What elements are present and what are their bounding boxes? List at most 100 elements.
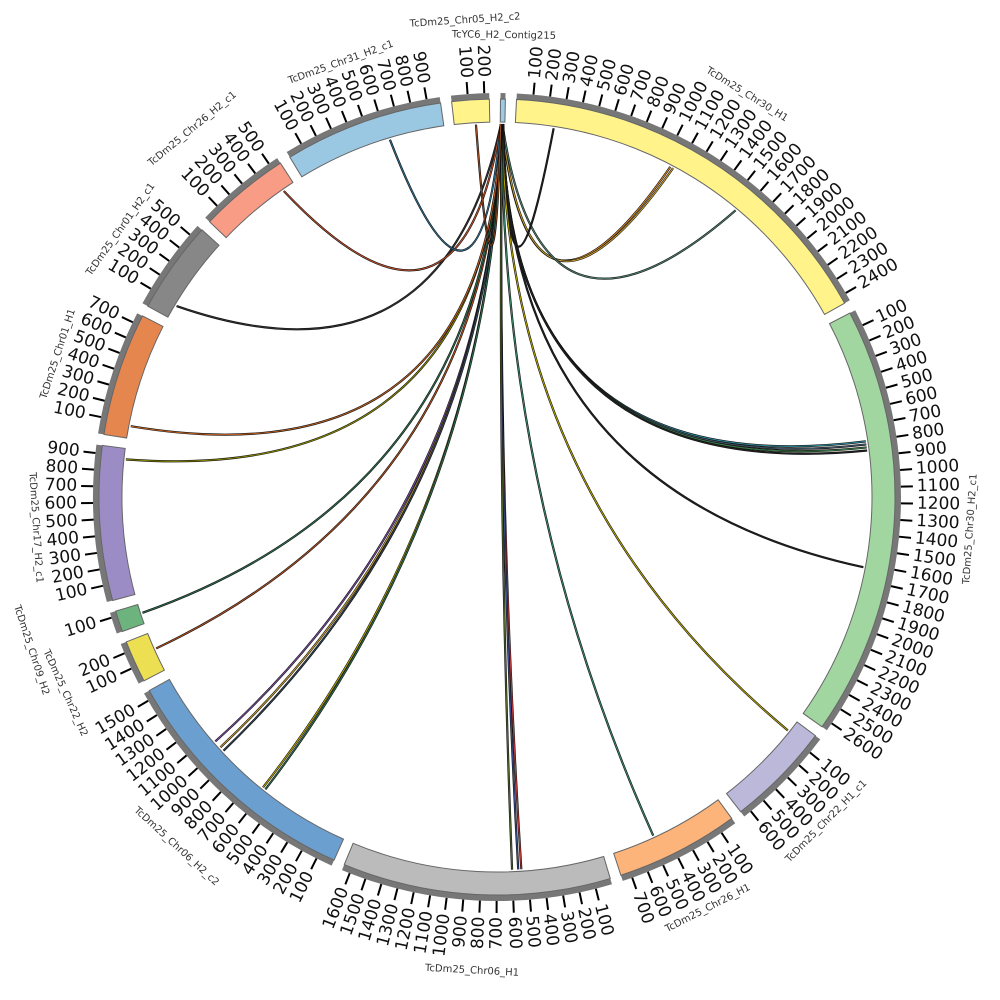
tick-mark bbox=[393, 888, 399, 901]
tick-mark bbox=[280, 841, 289, 854]
tick-mark bbox=[340, 110, 348, 123]
link-TcDm25_Chr31_H2_c1[interactable] bbox=[389, 123, 502, 252]
tick-mark bbox=[578, 892, 584, 905]
tick-mark bbox=[180, 226, 191, 236]
tick-mark bbox=[549, 84, 553, 97]
segment-arc[interactable] bbox=[125, 632, 166, 682]
segment-TcDm25_Chr06_H1[interactable]: 1002003004005006007008009001000110012001… bbox=[319, 842, 618, 979]
tick-mark bbox=[89, 413, 102, 419]
tick-mark bbox=[772, 192, 782, 203]
tick-label: 800 bbox=[911, 420, 946, 445]
tick-label: 600 bbox=[504, 916, 525, 949]
segment-TcDm25_Chr30_H2_c1[interactable]: 1002003004005006007008009001000110012001… bbox=[802, 296, 980, 765]
segment-arc[interactable] bbox=[208, 162, 294, 239]
segment-tick-band bbox=[740, 735, 821, 817]
tick-mark bbox=[207, 196, 218, 207]
tick-mark bbox=[211, 791, 222, 802]
segment-TcDm25_Chr06_H2_c2[interactable]: 1002003004005006007008009001000110012001… bbox=[92, 678, 345, 906]
tick-mark bbox=[809, 751, 820, 761]
tick-mark bbox=[594, 888, 600, 901]
segment-label: TcDm25_Chr06_H1 bbox=[424, 963, 520, 979]
link-TcDm25_Chr01_H2_c1[interactable] bbox=[176, 123, 502, 330]
segment-tick-band bbox=[286, 97, 441, 158]
segment-arc[interactable] bbox=[802, 312, 896, 728]
tick-mark bbox=[295, 850, 303, 862]
segment-arc[interactable] bbox=[148, 678, 345, 861]
tick-mark bbox=[84, 551, 98, 556]
tick-mark bbox=[102, 363, 115, 370]
tick-mark bbox=[444, 897, 448, 910]
tick-mark bbox=[880, 367, 893, 373]
segment-arc[interactable] bbox=[115, 603, 145, 633]
tick-mark bbox=[787, 776, 798, 787]
tick-mark bbox=[427, 895, 432, 908]
link-TcDm25_Chr01_H1[interactable] bbox=[130, 124, 502, 436]
segment-tick-band bbox=[500, 93, 506, 100]
tick-label: 900 bbox=[913, 438, 947, 461]
tick-label: 100 bbox=[525, 45, 548, 79]
tick-mark bbox=[114, 331, 127, 339]
segment-arc[interactable] bbox=[499, 98, 506, 123]
tick-mark bbox=[870, 648, 883, 656]
link-TcDm25_Chr22_H2[interactable] bbox=[155, 124, 502, 649]
tick-mark bbox=[817, 243, 828, 253]
tick-mark bbox=[247, 163, 257, 174]
link-TcDm25_Chr22_H1_c1[interactable] bbox=[501, 124, 789, 731]
link-outline bbox=[222, 123, 503, 752]
segment-arc[interactable] bbox=[289, 102, 445, 178]
link-TcDm25_Chr06_H1[interactable] bbox=[500, 124, 513, 870]
segment-arc[interactable] bbox=[451, 98, 491, 126]
tick-label: 700 bbox=[487, 917, 507, 949]
tick-mark bbox=[882, 617, 895, 623]
link-TcDm25_Chr06_H2_c2[interactable] bbox=[223, 124, 503, 752]
segment-tick-band bbox=[142, 225, 202, 307]
tick-mark bbox=[827, 257, 839, 266]
tick-mark bbox=[169, 239, 180, 249]
segment-arc[interactable] bbox=[514, 98, 846, 316]
link-TcDm25_Chr26_H2_c1[interactable] bbox=[283, 123, 502, 271]
segment-arc[interactable] bbox=[613, 799, 733, 876]
segment-TcDm25_Chr31_H2_c1[interactable]: 100200300400500600700800900TcDm25_Chr31_… bbox=[269, 39, 445, 178]
segment-arc[interactable] bbox=[725, 721, 817, 813]
link-TcDm25_Chr26_H1[interactable] bbox=[501, 124, 654, 836]
tick-mark bbox=[165, 741, 177, 751]
segment-arc[interactable] bbox=[103, 315, 164, 439]
tick-mark bbox=[261, 153, 270, 165]
tick-mark bbox=[545, 897, 550, 910]
tick-mark bbox=[237, 813, 247, 824]
tick-mark bbox=[137, 699, 149, 708]
link-TcDm25_Chr30_H2_c1[interactable] bbox=[502, 124, 864, 568]
segment-arc[interactable] bbox=[343, 842, 611, 896]
tick-mark bbox=[845, 286, 857, 294]
link-outline bbox=[155, 123, 503, 650]
link-TcDm25_Chr30_H1[interactable] bbox=[501, 123, 736, 280]
segment-arc[interactable] bbox=[98, 444, 136, 602]
tick-mark bbox=[92, 396, 105, 402]
tick-mark bbox=[875, 350, 888, 357]
link-TcDm25_Chr09_H2[interactable] bbox=[142, 124, 502, 614]
tick-mark bbox=[461, 899, 465, 912]
tick-mark bbox=[798, 764, 809, 774]
tick-mark bbox=[97, 380, 110, 386]
link-TcDm25_Chr05_H2_c2[interactable] bbox=[475, 124, 502, 246]
segment-TcDm25_Chr30_H1[interactable]: 1002003004005006007008009001000110012001… bbox=[514, 45, 902, 316]
tick-mark bbox=[898, 535, 912, 539]
link-TcDm25_Chr30_H1[interactable] bbox=[501, 123, 674, 262]
tick-label: 400 bbox=[539, 913, 563, 948]
tick-mark bbox=[146, 714, 158, 723]
segment-arc[interactable] bbox=[147, 229, 220, 318]
tick-mark bbox=[831, 722, 843, 731]
tick-mark bbox=[775, 788, 785, 799]
segment-label: TcYC6_H2_Contig215 bbox=[451, 29, 556, 42]
tick-label: 900 bbox=[46, 438, 80, 461]
link-TcDm25_Chr06_H2_c2[interactable] bbox=[265, 124, 502, 790]
tick-mark bbox=[357, 104, 363, 117]
tick-mark bbox=[886, 601, 899, 607]
segment-TcDm25_Chr17_H2_c1[interactable]: 100200300400500600700800900TcDm25_Chr17_… bbox=[26, 438, 136, 606]
link-TcDm25_Chr06_H2_c2[interactable] bbox=[220, 124, 503, 748]
segment-TcYC6_H2_Contig215[interactable]: TcYC6_H2_Contig215 bbox=[451, 29, 556, 123]
